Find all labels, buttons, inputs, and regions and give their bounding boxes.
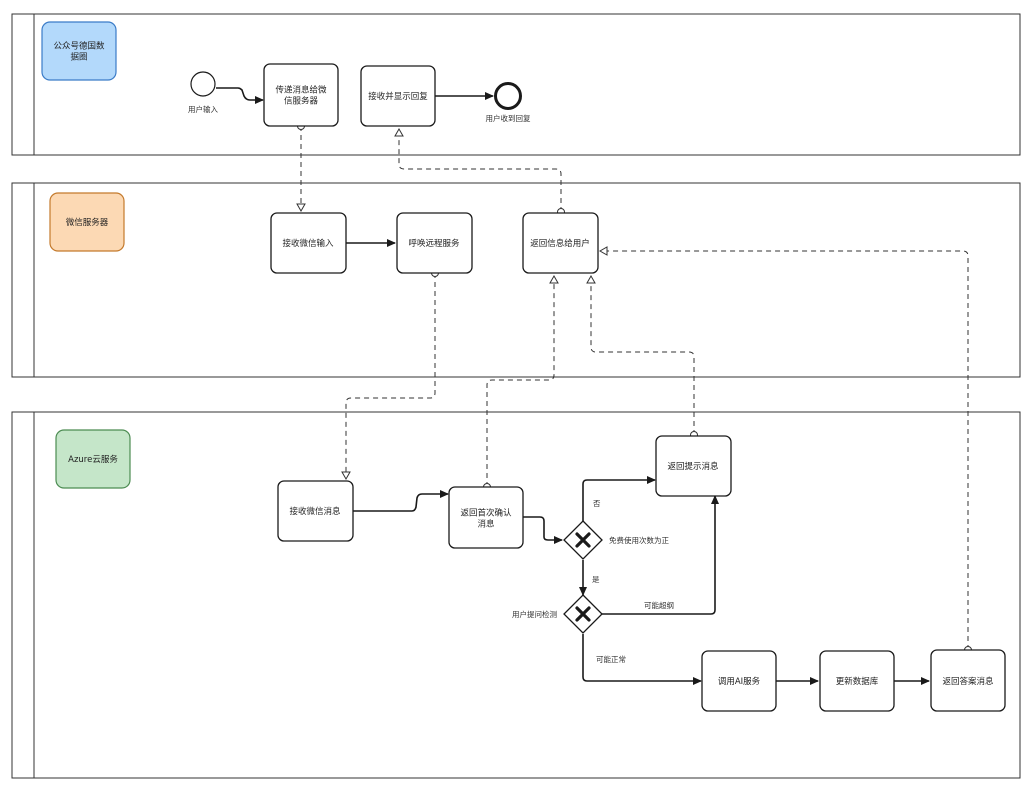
task-relay-to-server[interactable]: 传递消息给微信服务器 (263, 63, 339, 127)
lane-wechat-account (11, 13, 1021, 156)
task-return-info-to-user-label: 返回信息给用户 (530, 238, 590, 249)
task-receive-wechat-message[interactable]: 接收微信消息 (277, 480, 354, 542)
text-line: 据圈 (70, 52, 87, 63)
task-receive-display-reply[interactable]: 接收并显示回复 (360, 65, 436, 127)
start-event[interactable]: 用户输入 (188, 71, 218, 114)
text-line: 返回答案消息 (942, 676, 994, 687)
msg-return-user-to-display (394, 127, 562, 212)
gateway-question-check[interactable]: 用户提问检测 (512, 594, 603, 634)
lane-azure (11, 411, 1021, 779)
flow-gateway2-violation-to-hint (602, 495, 719, 615)
task-update-database-label: 更新数据库 (836, 676, 879, 687)
text-line: 返回信息给用户 (530, 238, 590, 249)
flow-first-confirm-to-gateway1 (523, 516, 563, 544)
task-return-info-to-user[interactable]: 返回信息给用户 (522, 212, 599, 274)
task-relay-to-server-label: 传递消息给微信服务器 (275, 85, 327, 107)
flow-start-to-relay (216, 87, 264, 104)
flow-gateway1-no-to-hint (582, 476, 656, 521)
msg-answer-to-return-user (598, 246, 969, 650)
end-event[interactable]: 用户收到回复 (486, 82, 531, 124)
task-update-database[interactable]: 更新数据库 (819, 650, 895, 712)
gateway-x-icon (575, 532, 591, 548)
end-event-label: 用户收到回复 (486, 113, 531, 123)
sequence-flows (216, 87, 930, 685)
text-line: 呼唤远程服务 (408, 238, 460, 249)
flow-label-possibly-normal: 可能正常 (596, 654, 626, 664)
text-line: 返回首次确认 (460, 508, 512, 519)
task-call-remote-service-label: 呼唤远程服务 (408, 238, 460, 249)
message-flows (296, 126, 969, 650)
text-line: 传递消息给微 (275, 85, 327, 96)
flow-label-no: 否 (593, 499, 601, 508)
lane-badge-azure: Azure云服务 (55, 429, 131, 489)
text-line: 返回提示消息 (667, 461, 719, 472)
start-event-label: 用户输入 (188, 104, 218, 114)
msg-first-confirm-to-return-user (486, 274, 559, 487)
text-line: 微信服务器 (66, 217, 109, 228)
gateway-free-uses-label: 免费使用次数为正 (609, 535, 669, 545)
msg-call-remote-to-receive-msg (341, 273, 436, 481)
lane-wechat-account-label: 公众号德国数据圈 (53, 41, 105, 63)
flow-label-possibly-violation: 可能超纲 (644, 600, 674, 610)
task-receive-wechat-message-label: 接收微信消息 (289, 506, 341, 517)
text-line: 接收微信消息 (289, 506, 341, 517)
task-call-remote-service[interactable]: 呼唤远程服务 (396, 212, 473, 274)
task-receive-display-reply-label: 接收并显示回复 (368, 91, 428, 102)
task-receive-wechat-input[interactable]: 接收微信输入 (270, 212, 347, 274)
task-return-hint-message[interactable]: 返回提示消息 (655, 435, 732, 497)
flow-label-yes: 是 (592, 575, 600, 584)
task-return-answer-message-label: 返回答案消息 (942, 676, 994, 687)
text-line: 公众号德国数 (53, 41, 105, 52)
task-return-answer-message[interactable]: 返回答案消息 (930, 649, 1006, 712)
lane-badge-wechat-server: 微信服务器 (49, 192, 125, 252)
text-line: 接收微信输入 (282, 238, 334, 249)
flow-receive-msg-to-first-confirm (353, 490, 449, 512)
text-line: Azure云服务 (68, 454, 118, 465)
lane-wechat-server (11, 182, 1021, 378)
task-receive-wechat-input-label: 接收微信输入 (282, 238, 334, 249)
task-return-first-confirm-label: 返回首次确认消息 (460, 508, 512, 530)
text-line: 接收并显示回复 (368, 91, 428, 102)
text-line: 信服务器 (284, 96, 319, 107)
text-line: 调用AI服务 (718, 676, 761, 687)
gateway-x-icon (575, 606, 591, 622)
task-return-first-confirm[interactable]: 返回首次确认消息 (448, 486, 524, 549)
text-line: 消息 (477, 519, 495, 530)
lane-badge-wechat-account: 公众号德国数据圈 (41, 21, 117, 81)
task-call-ai-service[interactable]: 调用AI服务 (701, 650, 777, 712)
task-call-ai-service-label: 调用AI服务 (718, 676, 761, 687)
lane-azure-label: Azure云服务 (68, 454, 118, 465)
text-line: 更新数据库 (836, 676, 879, 687)
lane-wechat-server-label: 微信服务器 (66, 217, 109, 228)
gateway-free-uses[interactable]: 免费使用次数为正 (563, 520, 669, 560)
gateway-question-check-label: 用户提问检测 (512, 609, 557, 619)
task-return-hint-message-label: 返回提示消息 (667, 461, 719, 472)
flow-gateway2-normal-to-ai (582, 634, 702, 685)
